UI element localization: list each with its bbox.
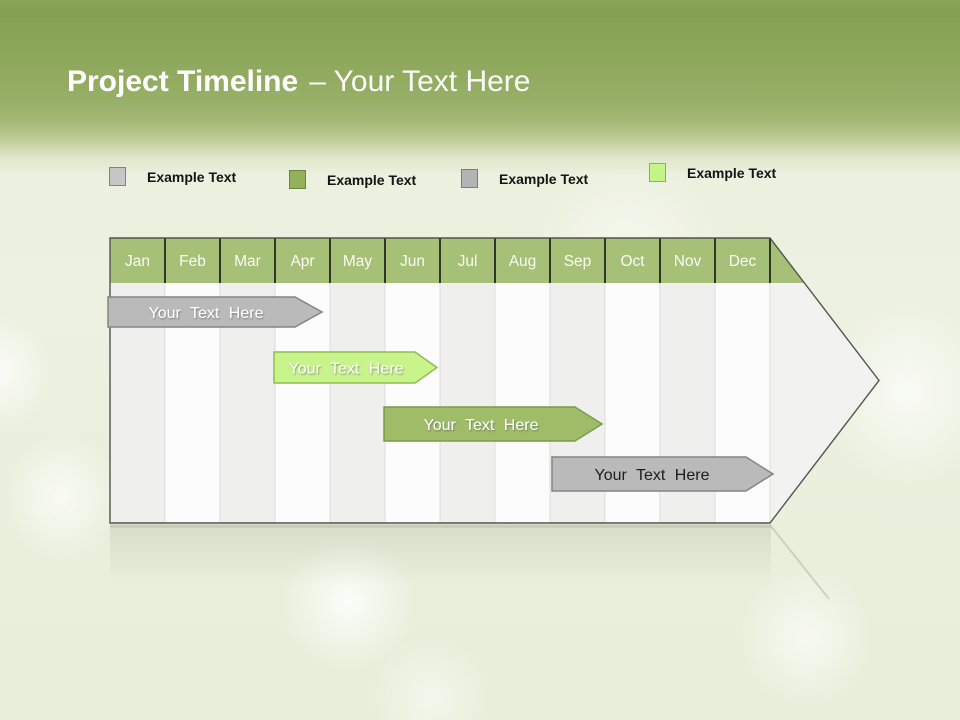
- month-header-band: [110, 238, 805, 283]
- bar-label: Your Text Here: [149, 305, 264, 322]
- legend-item-2: Example Text: [289, 170, 416, 189]
- arrow-head-area: [770, 238, 879, 523]
- page-title-main: Project Timeline: [67, 65, 299, 98]
- legend-swatch-gray-light: [109, 167, 126, 186]
- month-label: May: [343, 253, 373, 270]
- timeline-bar-4: Your Text Here: [551, 456, 775, 492]
- timeline-bar-3: Your Text Here: [383, 406, 604, 442]
- legend-item-4: Example Text: [649, 163, 776, 182]
- month-label: Feb: [179, 253, 206, 270]
- header-separators: [164, 238, 771, 283]
- bar-label: Your Text Here: [424, 417, 539, 434]
- timeline-outline: [109, 237, 880, 524]
- legend-item-1: Example Text: [109, 167, 236, 186]
- month-label: Mar: [234, 253, 261, 270]
- legend-label: Example Text: [687, 164, 777, 181]
- month-label: Jun: [400, 253, 425, 270]
- month-label: Dec: [729, 253, 757, 270]
- legend-swatch-gray: [461, 169, 478, 188]
- page-title-sub: – Your Text Here: [309, 65, 531, 98]
- page-title: Project Timeline – Your Text Here: [67, 60, 530, 104]
- legend-swatch-light-green: [649, 163, 666, 182]
- month-label: Jan: [125, 253, 150, 270]
- legend-label: Example Text: [499, 170, 589, 187]
- month-label: Nov: [674, 253, 702, 270]
- month-label: Oct: [620, 253, 645, 270]
- title-banner: [0, 0, 960, 175]
- legend-label: Example Text: [327, 171, 417, 188]
- timeline-bar-1: Your Text Here: [107, 296, 324, 328]
- table-reflection: [110, 524, 830, 600]
- legend-label: Example Text: [147, 168, 237, 185]
- bar-label: Your Text Here: [595, 467, 710, 484]
- month-label: Apr: [290, 253, 314, 270]
- month-label: Sep: [564, 253, 592, 270]
- month-header-labels: Jan Feb Mar Apr May Jun Jul Aug Sep Oct …: [125, 253, 757, 270]
- legend-item-3: Example Text: [461, 169, 588, 188]
- timeline-bar-2: Your Text Here: [273, 351, 439, 384]
- legend-swatch-olive-green: [289, 170, 306, 189]
- bar-label: Your Text Here: [289, 361, 404, 378]
- month-label: Jul: [458, 253, 478, 270]
- month-label: Aug: [509, 253, 537, 270]
